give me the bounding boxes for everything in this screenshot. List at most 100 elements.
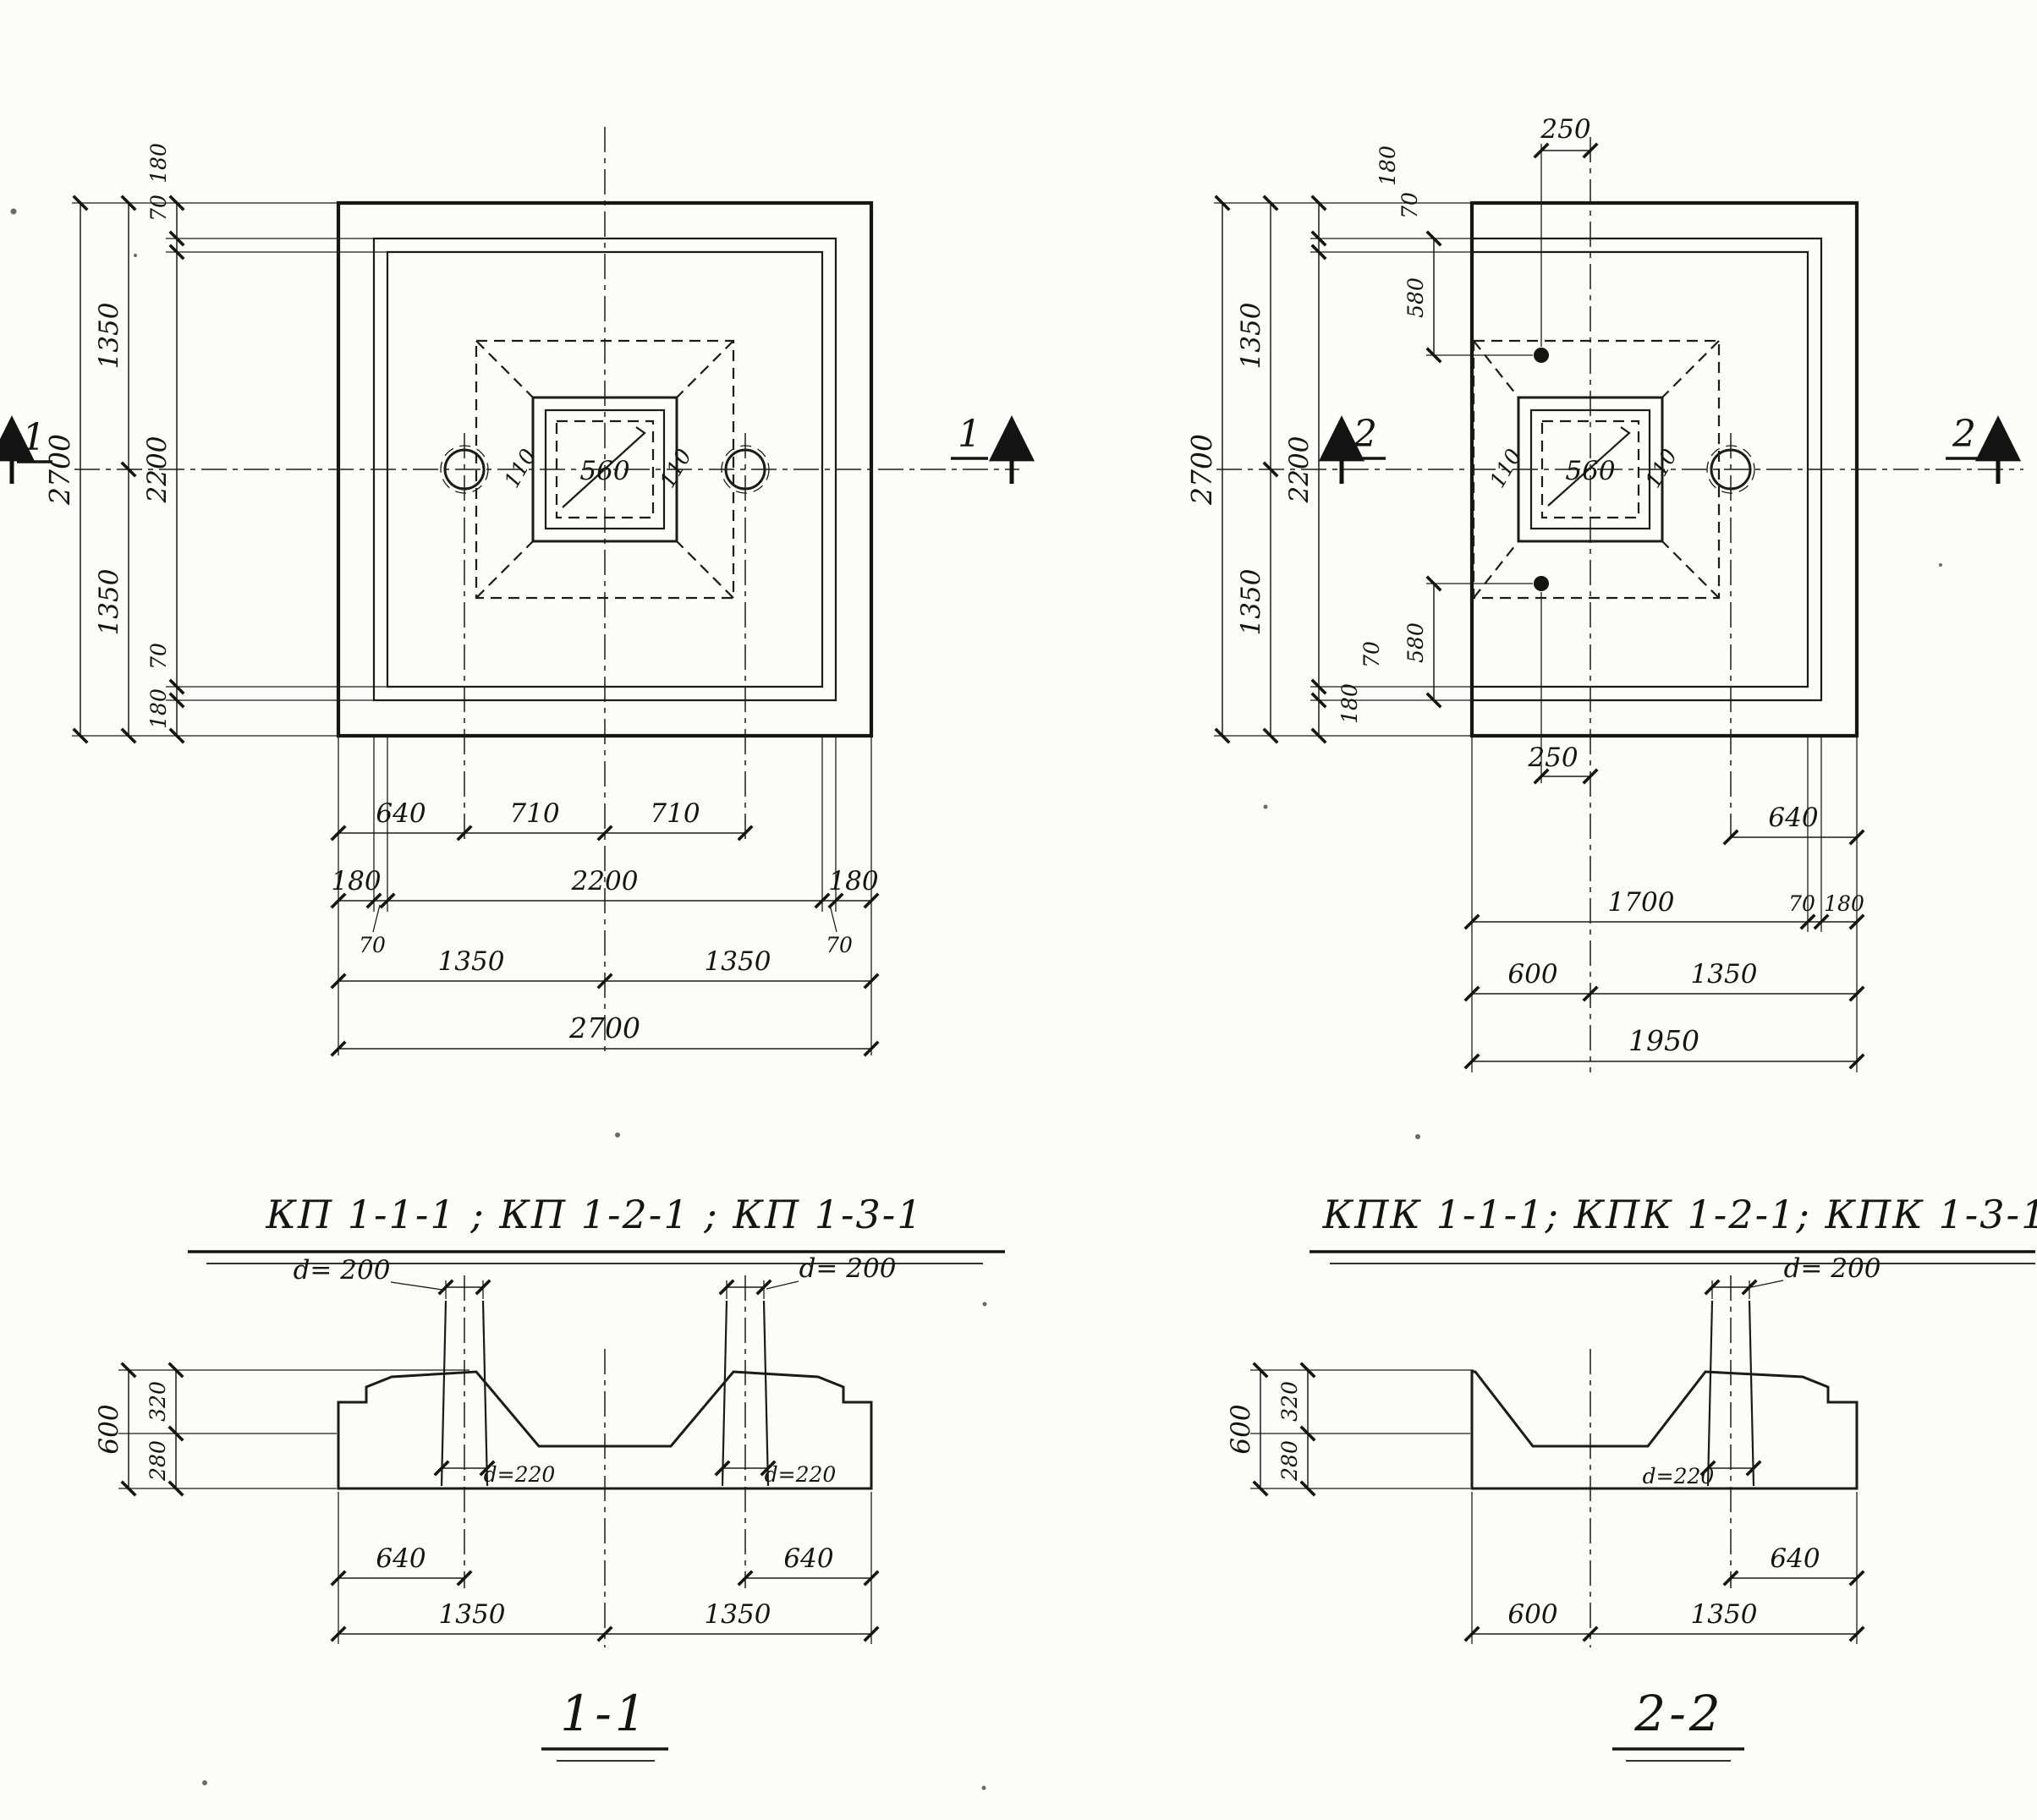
dim-label: 600 <box>1507 959 1557 989</box>
dim-label: 180 <box>331 866 381 896</box>
dim-label: 180 <box>1337 683 1362 724</box>
dim-label: 180 <box>1824 891 1864 916</box>
dim-label: 70 <box>1359 641 1384 668</box>
dim-label: 180 <box>1375 145 1400 186</box>
section-mark-label: 2 <box>1952 413 1976 456</box>
pipe-diameter-label: d=220 <box>1643 1464 1715 1488</box>
pipe-diameter-label: d=220 <box>484 1462 556 1487</box>
dim-label: 1350 <box>705 1599 771 1630</box>
plan-right-dims-bolt-offset: 250 250 <box>1527 114 1599 785</box>
plan-right: 560 110 110 2 2 <box>1185 114 2023 1072</box>
section-2-2: d= 200 d=220 600 320 280 640 600 1350 <box>1226 1253 1881 1762</box>
title-left: КП 1-1-1 ; КП 1-2-1 ; КП 1-3-1 <box>265 1192 923 1237</box>
pocket-side-label: 110 <box>499 445 541 492</box>
pocket-side-label: 110 <box>1640 445 1682 492</box>
dim-label: 180 <box>146 143 171 184</box>
pocket-side-label: 110 <box>1485 445 1526 492</box>
dim-label: 180 <box>146 688 171 729</box>
pocket-scribble-mark <box>562 426 646 508</box>
dim-label: 2200 <box>1284 436 1315 504</box>
dim-label: 1350 <box>438 946 505 977</box>
dim-label: 320 <box>1277 1381 1302 1422</box>
dim-label: 1350 <box>1691 1599 1758 1630</box>
dim-label: 320 <box>146 1381 170 1422</box>
section-1-label: 1-1 <box>541 1685 668 1762</box>
sleeve-pipes <box>440 1300 770 1487</box>
section-2-height-dims: 600 320 280 <box>1226 1362 1474 1497</box>
dim-label: 70 <box>1397 192 1422 219</box>
dim-label: 640 <box>783 1543 833 1574</box>
dim-label: 1350 <box>439 1599 506 1630</box>
section-body <box>1470 1370 1859 1490</box>
section-label: 1-1 <box>560 1685 649 1742</box>
dim-label: 600 <box>94 1404 124 1454</box>
section-body <box>337 1370 873 1490</box>
dim-label: 70 <box>826 933 853 957</box>
dim-label: 1350 <box>705 946 771 977</box>
dim-label: 2700 <box>43 434 76 506</box>
plan-left-section-marks: 1 1 <box>0 413 1035 484</box>
section-mark-label: 1 <box>958 413 981 456</box>
section-1-1: d= 200 d= 200 d=220 d=220 600 320 280 <box>94 1253 897 1762</box>
dim-label: 580 <box>1403 277 1428 318</box>
dim-label: 280 <box>146 1440 170 1482</box>
pipe-diameter-label: d= 200 <box>294 1255 391 1286</box>
plan-left-dims-side: 2700 1350 1350 2200 180 70 70 180 <box>43 143 387 744</box>
pipe-diameter-label: d=220 <box>765 1462 837 1487</box>
dim-label: 250 <box>1540 114 1590 145</box>
dim-label: 2700 <box>1185 434 1218 506</box>
section-1-pipe-dims: d= 200 d= 200 d=220 d=220 <box>294 1253 897 1487</box>
section-mark-label: 2 <box>1353 413 1377 456</box>
dim-label: 640 <box>376 1543 426 1574</box>
section-1-centerlines <box>464 1275 746 1647</box>
dim-label: 70 <box>146 195 171 222</box>
dim-label: 2200 <box>142 436 173 504</box>
dim-label: 1350 <box>94 569 124 636</box>
plan-right-centerlines <box>1216 137 2023 1072</box>
pipe-diameter-label: d= 200 <box>1784 1253 1881 1284</box>
section-2-pipe-dims: d= 200 d=220 <box>1643 1253 1881 1488</box>
dim-label: 1350 <box>1236 569 1266 636</box>
lifting-bolt-top <box>1534 348 1549 363</box>
plan-left-centerlines <box>74 127 1019 1055</box>
titles: КП 1-1-1 ; КП 1-2-1 ; КП 1-3-1 КПК 1-1-1… <box>188 1192 2037 1264</box>
plan-right-section-marks: 2 2 <box>1318 413 2022 484</box>
dim-label: 600 <box>1226 1404 1256 1454</box>
dim-label: 1350 <box>1236 303 1266 370</box>
dim-label: 1950 <box>1628 1024 1699 1057</box>
dim-label: 2700 <box>568 1011 640 1044</box>
dim-label: 280 <box>1277 1440 1302 1482</box>
dim-label: 1350 <box>94 303 124 370</box>
pocket-scribble-mark <box>1547 426 1631 507</box>
scan-noise <box>10 208 1942 1790</box>
plan-left-dims-bottom: 640 710 710 180 2200 180 70 70 1350 1350… <box>330 737 880 1057</box>
section-1-bottom-dims: 640 640 1350 1350 <box>330 1492 880 1644</box>
dim-label: 70 <box>1788 891 1815 916</box>
dim-label: 710 <box>650 798 700 829</box>
dim-label: 580 <box>1403 622 1428 663</box>
plan-right-dims-bottom: 640 1700 70 180 600 1350 1950 <box>1463 737 1865 1072</box>
dim-label: 640 <box>1768 803 1818 833</box>
pipe-diameter-label: d= 200 <box>799 1253 897 1284</box>
step-edge-inner <box>1472 250 1809 688</box>
dim-label: 180 <box>828 866 878 896</box>
dim-label: 70 <box>359 933 386 957</box>
plan-left: 560 110 110 1 1 <box>0 127 1035 1057</box>
pocket-side-label: 110 <box>655 445 696 492</box>
dim-label: 710 <box>509 798 559 829</box>
dim-label: 1350 <box>1691 959 1758 989</box>
title-right: КПК 1-1-1; КПК 1-2-1; КПК 1-3-1 <box>1322 1192 2037 1237</box>
section-label: 2-2 <box>1633 1685 1723 1742</box>
dim-label: 70 <box>146 643 171 670</box>
lifting-bolt-bottom <box>1534 576 1549 591</box>
dim-label: 600 <box>1507 1599 1557 1630</box>
dim-label: 250 <box>1527 743 1578 773</box>
dim-label: 640 <box>376 798 426 829</box>
dim-label: 1700 <box>1608 887 1675 918</box>
section-2-bottom-dims: 640 600 1350 <box>1463 1492 1865 1644</box>
dim-label: 640 <box>1770 1543 1820 1574</box>
section-1-height-dims: 600 320 280 <box>94 1362 469 1497</box>
plan-right-dims-side: 2700 1350 1350 2200 180 70 580 580 70 18… <box>1185 145 1533 744</box>
